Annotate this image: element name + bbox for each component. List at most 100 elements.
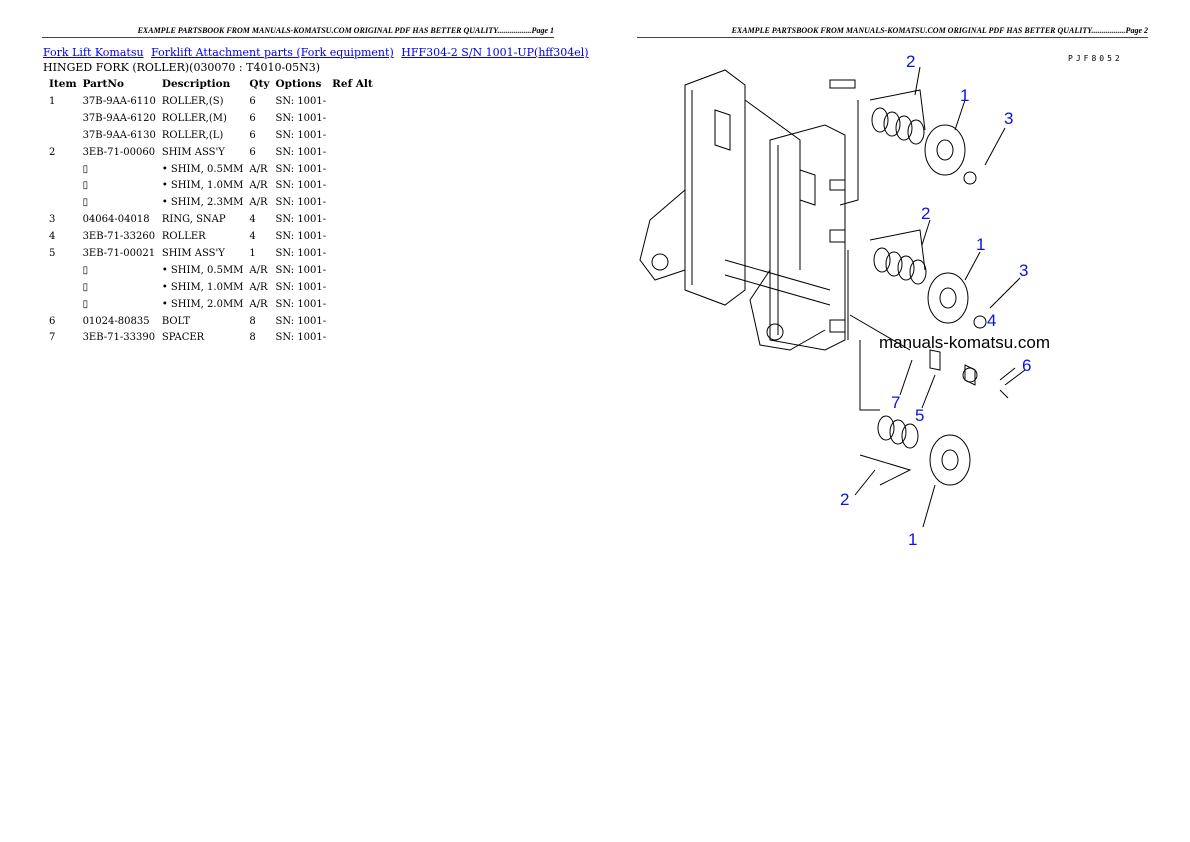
callout-3: 3 [1004, 109, 1013, 128]
cell-description: • SHIM, 1.0MM [161, 180, 244, 192]
cell-partno: 3EB-71-33260 [82, 231, 156, 243]
breadcrumb-link-model[interactable]: HFF304-2 S/N 1001-UP(hff304el) [401, 46, 589, 59]
cell-description: • SHIM, 2.0MM [161, 298, 244, 310]
page-title: HINGED FORK (ROLLER)(030070 : T4010-05N3… [43, 61, 321, 74]
cell-qty: 4 [249, 231, 256, 243]
cell-options: SN: 1001- [275, 197, 327, 209]
shim-stack-lower [877, 415, 919, 449]
cell-options: SN: 1001- [275, 298, 327, 310]
cell-qty: 6 [249, 95, 256, 107]
cell-qty: 4 [249, 214, 256, 226]
cell-description: ROLLER,(L) [161, 129, 224, 141]
breadcrumb-link-brand[interactable]: Fork Lift Komatsu [43, 46, 144, 59]
shim-stack-middle [873, 247, 927, 285]
cell-options: SN: 1001- [275, 95, 327, 107]
cell-qty: A/R [249, 163, 268, 175]
cell-item: 7 [49, 332, 56, 344]
cell-partno: ▯ [82, 180, 89, 192]
cell-ref-alt [329, 228, 376, 245]
column-header-description: Description [161, 78, 231, 90]
page-2-header: EXAMPLE PARTSBOOK FROM MANUALS-KOMATSU.C… [637, 26, 1148, 38]
cell-partno: 37B-9AA-6130 [82, 129, 156, 141]
breadcrumb-link-category[interactable]: Forklift Attachment parts (Fork equipmen… [151, 46, 394, 59]
cell-partno: ▯ [82, 163, 89, 175]
cell-item: 6 [49, 315, 56, 327]
cell-options: SN: 1001- [275, 214, 327, 226]
cell-qty: 6 [249, 129, 256, 141]
watermark: manuals-komatsu.com [879, 333, 1050, 352]
cell-item [43, 296, 80, 313]
cell-ref-alt [329, 245, 376, 262]
drawing-code: PJF8052 [1068, 54, 1123, 63]
cell-item [43, 161, 80, 178]
cell-partno: 3EB-71-00021 [82, 247, 156, 259]
cell-partno: 3EB-71-33390 [82, 332, 156, 344]
table-row: 37B-9AA-6130 ROLLER,(L) 6 SN: 1001- [43, 127, 376, 144]
breadcrumb: Fork Lift Komatsu Forklift Attachment pa… [43, 46, 593, 59]
column-header-qty: Qty [249, 78, 270, 90]
cell-ref-alt [329, 127, 376, 144]
cell-options: SN: 1001- [275, 129, 327, 141]
cell-partno: ▯ [82, 197, 89, 209]
cell-item [43, 194, 80, 211]
cell-partno: ▯ [82, 281, 89, 293]
roller-middle [927, 272, 969, 324]
column-header-options: Options [275, 78, 322, 90]
shim-stack-upper [871, 107, 925, 145]
cell-qty: 6 [249, 146, 256, 158]
cell-item: 3 [49, 214, 56, 226]
cell-ref-alt [329, 110, 376, 127]
cell-qty: 6 [249, 112, 256, 124]
callout-1: 1 [908, 530, 917, 549]
callout-labels: 2 1 3 2 1 3 4 6 7 5 2 1 [840, 52, 1031, 549]
roller-assemblies-drawing [854, 66, 1026, 528]
cell-description: • SHIM, 2.3MM [161, 197, 244, 209]
cell-options: SN: 1001- [275, 163, 327, 175]
cell-options: SN: 1001- [275, 332, 327, 344]
roller-upper [924, 124, 966, 176]
cell-ref-alt [329, 194, 376, 211]
cell-ref-alt [329, 177, 376, 194]
cell-partno: 01024-80835 [82, 315, 150, 327]
cell-qty: 8 [249, 315, 256, 327]
cell-description: ROLLER,(S) [161, 95, 224, 107]
callout-1: 1 [976, 235, 985, 254]
cell-description: • SHIM, 0.5MM [161, 163, 244, 175]
cell-item: 2 [49, 146, 56, 158]
cell-options: SN: 1001- [275, 247, 327, 259]
callout-7: 7 [891, 393, 900, 412]
cell-ref-alt [329, 93, 376, 110]
cell-ref-alt [329, 329, 376, 346]
fork-frame-drawing [639, 69, 911, 411]
cell-partno: 37B-9AA-6120 [82, 112, 156, 124]
table-header-row: Item PartNo Description Qty Options Ref Alt [43, 77, 376, 93]
page-1-header: EXAMPLE PARTSBOOK FROM MANUALS-KOMATSU.C… [42, 26, 554, 38]
cell-ref-alt [329, 262, 376, 279]
cell-options: SN: 1001- [275, 264, 327, 276]
cell-ref-alt [329, 279, 376, 296]
cell-options: SN: 1001- [275, 180, 327, 192]
callout-6: 6 [1022, 356, 1031, 375]
cell-description: • SHIM, 0.5MM [161, 264, 244, 276]
column-header-partno: PartNo [82, 78, 124, 90]
cell-description: SHIM ASS'Y [161, 247, 225, 259]
cell-options: SN: 1001- [275, 281, 327, 293]
exploded-parts-diagram: 2 1 3 2 1 3 4 6 7 5 2 1 manuals-komatsu.… [639, 52, 1050, 549]
cell-ref-alt [329, 161, 376, 178]
column-header-ref-alt: Ref Alt [332, 78, 373, 90]
callout-1: 1 [960, 86, 969, 105]
cell-ref-alt [329, 144, 376, 161]
column-header-item: Item [49, 78, 77, 90]
cell-qty: A/R [249, 197, 268, 209]
roller-lower [929, 434, 971, 486]
